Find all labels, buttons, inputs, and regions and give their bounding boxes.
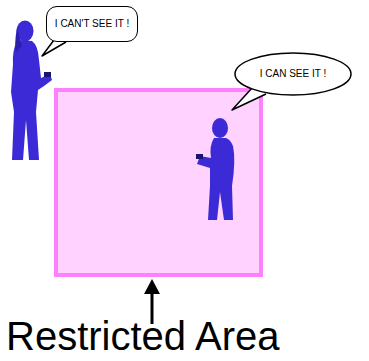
speech-tail — [42, 40, 66, 56]
person-hair — [15, 28, 22, 52]
speech-bubble: I CAN'T SEE IT ! — [46, 6, 138, 42]
person-outside — [11, 21, 52, 161]
restricted-area — [56, 90, 261, 275]
person-body — [11, 40, 52, 160]
person-head — [212, 118, 228, 138]
speech-text: I CAN'T SEE IT ! — [55, 18, 129, 30]
person-body — [197, 138, 234, 220]
speech-text: I CAN SEE IT ! — [260, 68, 327, 80]
handheld-device — [44, 72, 51, 77]
speech-bubble-ellipse — [235, 53, 351, 95]
person-inside — [196, 118, 234, 220]
handheld-device — [196, 154, 203, 159]
speech-bubble: I CAN SEE IT ! — [234, 52, 352, 96]
area-caption: Restricted Area — [6, 314, 279, 358]
arrow-head — [144, 279, 160, 294]
